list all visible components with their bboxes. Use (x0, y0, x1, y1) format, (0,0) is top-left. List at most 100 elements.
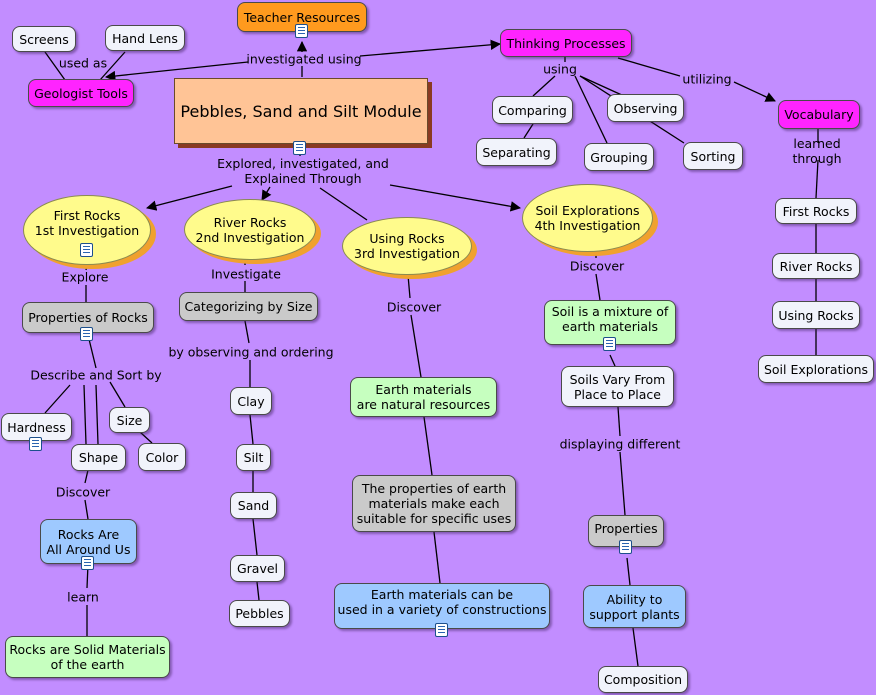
soils-vary-node[interactable]: Soils Vary From Place to Place (561, 366, 674, 407)
gravel-label: Gravel (236, 561, 279, 576)
sorting-node[interactable]: Sorting (683, 142, 743, 170)
geologist-tools-node[interactable]: Geologist Tools (28, 79, 134, 107)
river-rocks-investigation-node[interactable]: River Rocks 2nd Investigation (184, 199, 316, 260)
earth-constructions-label: Earth materials can be used in a variety… (337, 587, 547, 617)
vocab-using-rocks-label: Using Rocks (778, 307, 854, 323)
earth-constructions-node[interactable]: Earth materials can be used in a variety… (334, 583, 550, 629)
categorizing-by-size-node[interactable]: Categorizing by Size (179, 292, 318, 321)
size-label: Size (116, 412, 143, 428)
silt-node[interactable]: Silt (236, 444, 271, 471)
document-icon[interactable] (293, 141, 306, 155)
using-rocks-investigation-label: Using Rocks 3rd Investigation (354, 231, 460, 261)
support-plants-label: Ability to support plants (589, 591, 680, 622)
hand-lens-label: Hand Lens (112, 30, 178, 46)
main-topic-label: Pebbles, Sand and Silt Module (180, 101, 422, 121)
vocab-soil-explorations-label: Soil Explorations (763, 361, 869, 377)
grouping-node[interactable]: Grouping (584, 143, 654, 171)
grouping-label: Grouping (590, 149, 648, 165)
screens-node[interactable]: Screens (12, 26, 76, 52)
earth-natural-node[interactable]: Earth materials are natural resources (350, 377, 497, 417)
hand-lens-node[interactable]: Hand Lens (105, 25, 185, 51)
clay-label: Clay (237, 393, 265, 409)
using-rocks-investigation-node[interactable]: Using Rocks 3rd Investigation (342, 217, 472, 275)
explore-link: Explore (61, 269, 109, 285)
discover-soil-link: Discover (569, 258, 625, 274)
using-link: using (543, 61, 577, 77)
learn-link: learn (67, 589, 99, 605)
vocab-river-rocks-node[interactable]: River Rocks (772, 253, 860, 279)
document-icon[interactable] (81, 556, 94, 570)
size-node[interactable]: Size (109, 407, 150, 433)
by-observing-link: by observing and ordering (168, 344, 334, 360)
pebbles-node[interactable]: Pebbles (229, 600, 290, 627)
sand-node[interactable]: Sand (230, 492, 277, 519)
document-icon[interactable] (29, 437, 42, 451)
shape-label: Shape (78, 450, 119, 465)
document-icon[interactable] (619, 540, 632, 554)
gravel-node[interactable]: Gravel (230, 555, 285, 582)
screens-label: Screens (19, 31, 69, 47)
sorting-label: Sorting (690, 148, 736, 164)
hardness-label: Hardness (7, 419, 66, 435)
properties-of-rocks-node[interactable]: Properties of Rocks (22, 302, 154, 333)
document-icon[interactable] (80, 327, 93, 341)
document-icon[interactable] (295, 24, 308, 38)
soil-mixture-label: Soil is a mixture of earth materials (551, 303, 669, 334)
earth-properties-label: The properties of earth materials make e… (356, 481, 512, 526)
categorizing-by-size-label: Categorizing by Size (184, 299, 313, 314)
rocks-around-us-label: Rocks Are All Around Us (46, 526, 131, 557)
properties-of-rocks-label: Properties of Rocks (28, 310, 148, 325)
color-node[interactable]: Color (138, 443, 186, 471)
vocab-first-rocks-node[interactable]: First Rocks (775, 198, 857, 224)
learned-through-link: learned through (792, 136, 842, 166)
comparing-node[interactable]: Comparing (492, 96, 573, 124)
rocks-solid-label: Rocks are Solid Materials of the earth (9, 642, 166, 672)
support-plants-node[interactable]: Ability to support plants (583, 585, 686, 628)
document-icon[interactable] (603, 337, 616, 351)
color-label: Color (145, 449, 179, 465)
investigated-using-link: investigated using (246, 51, 362, 67)
clay-node[interactable]: Clay (230, 387, 272, 415)
thinking-processes-node[interactable]: Thinking Processes (500, 29, 632, 57)
separating-label: Separating (482, 144, 551, 160)
soil-explorations-investigation-label: Soil Explorations 4th Investigation (534, 203, 641, 233)
pebbles-label: Pebbles (235, 606, 284, 621)
vocabulary-node[interactable]: Vocabulary (778, 100, 860, 129)
earth-properties-node[interactable]: The properties of earth materials make e… (352, 475, 516, 532)
composition-label: Composition (603, 672, 683, 687)
document-icon[interactable] (80, 243, 93, 257)
river-rocks-investigation-label: River Rocks 2nd Investigation (195, 214, 305, 245)
composition-node[interactable]: Composition (598, 666, 688, 693)
silt-label: Silt (243, 450, 264, 465)
rocks-solid-node[interactable]: Rocks are Solid Materials of the earth (5, 636, 170, 678)
hardness-node[interactable]: Hardness (1, 413, 72, 441)
earth-natural-label: Earth materials are natural resources (356, 382, 491, 412)
observing-node[interactable]: Observing (607, 94, 684, 122)
soil-mixture-node[interactable]: Soil is a mixture of earth materials (544, 300, 676, 345)
document-icon[interactable] (435, 623, 448, 637)
vocab-soil-explorations-node[interactable]: Soil Explorations (758, 355, 874, 383)
properties-label: Properties (594, 521, 658, 536)
vocab-first-rocks-label: First Rocks (782, 203, 850, 219)
vocab-using-rocks-node[interactable]: Using Rocks (772, 301, 860, 329)
sand-label: Sand (237, 498, 270, 513)
soils-vary-label: Soils Vary From Place to Place (569, 371, 666, 402)
describe-sort-link: Describe and Sort by (30, 367, 162, 383)
separating-node[interactable]: Separating (476, 138, 557, 166)
comparing-label: Comparing (498, 102, 567, 118)
first-rocks-investigation-label: First Rocks 1st Investigation (34, 208, 140, 238)
thinking-processes-label: Thinking Processes (506, 35, 626, 51)
used-as-link: used as (58, 55, 108, 71)
shape-node[interactable]: Shape (71, 444, 126, 471)
utilizing-link: utilizing (682, 71, 732, 87)
vocab-river-rocks-label: River Rocks (779, 258, 853, 274)
observing-label: Observing (613, 100, 678, 116)
explored-through-link: Explored, investigated, and Explained Th… (217, 156, 389, 186)
soil-explorations-investigation-node[interactable]: Soil Explorations 4th Investigation (522, 184, 653, 252)
discover-rocks-link: Discover (55, 484, 111, 500)
geologist-tools-label: Geologist Tools (34, 85, 128, 101)
main-topic-node[interactable]: Pebbles, Sand and Silt Module (174, 78, 428, 144)
teacher-resources-label: Teacher Resources (243, 9, 361, 25)
